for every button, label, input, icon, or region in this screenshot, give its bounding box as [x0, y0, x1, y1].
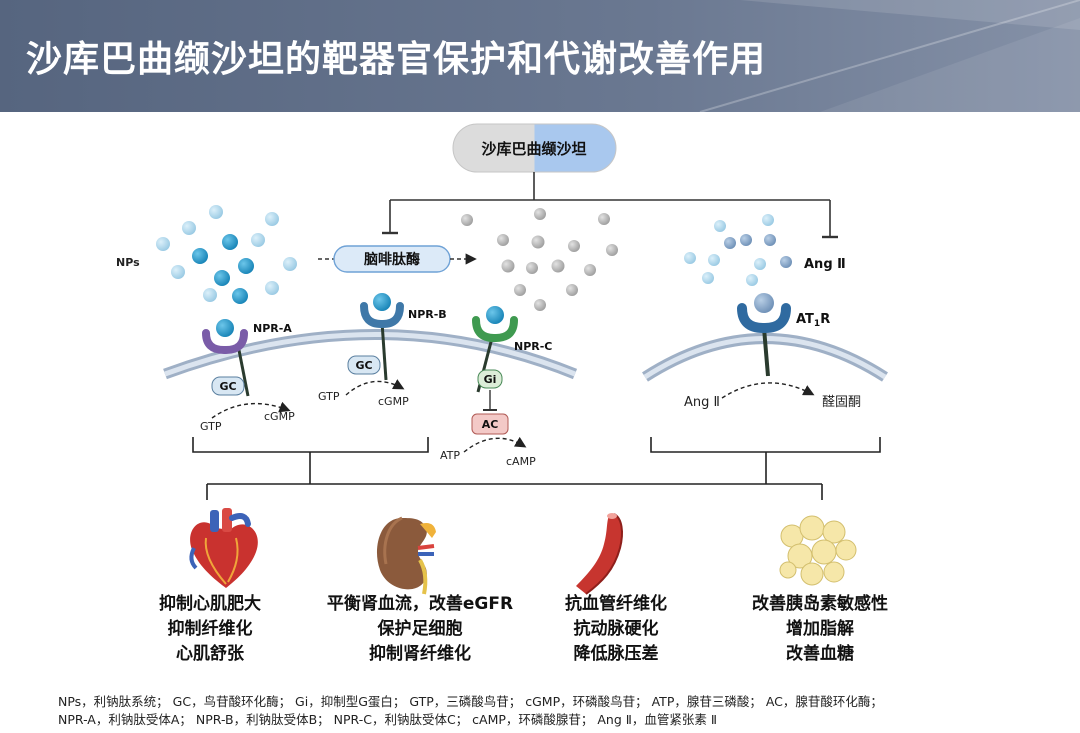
- enzyme-label: 脑啡肽酶: [364, 251, 420, 268]
- outcome-kidney-line-3: 抑制肾纤维化: [369, 644, 471, 664]
- npr-b-label: NPR-B: [408, 308, 447, 321]
- abbreviation-footnote: NPs，利钠肽系统； GC，鸟苷酸环化酶； Gi，抑制型G蛋白； GTP，三磷酸…: [58, 693, 1068, 729]
- gi-label: Gi: [484, 373, 497, 386]
- banner-background: [0, 0, 1080, 113]
- footnote-line-2: NPR-A，利钠肽受体A； NPR-B，利钠肽受体B； NPR-C，利钠肽受体C…: [58, 712, 718, 727]
- ac-label: AC: [482, 418, 499, 431]
- outcome-vessel: 抗血管纤维化 抗动脉硬化 降低脉压差: [556, 592, 676, 667]
- drug-pill: 沙库巴曲缬沙坦: [452, 123, 617, 173]
- outcome-kidney: 平衡肾血流，改善eGFR 保护足细胞 抑制肾纤维化: [315, 592, 525, 667]
- inhibition-lines: [382, 172, 838, 239]
- ang2-left-label: Ang Ⅱ: [684, 395, 720, 410]
- atp-label: ATP: [440, 449, 460, 462]
- gc-label-a: GC: [219, 380, 236, 393]
- drug-label: 沙库巴曲缬沙坦: [481, 140, 586, 158]
- aldosterone-label: 醛固酮: [822, 394, 861, 410]
- outcome-heart: 抑制心肌肥大 抑制纤维化 心肌舒张: [150, 592, 270, 667]
- outcome-kidney-line-1: 平衡肾血流，改善eGFR: [326, 594, 514, 614]
- nps-label: NPs: [116, 256, 140, 269]
- fat-cells-icon: [779, 515, 857, 586]
- gc-label-b: GC: [355, 359, 372, 372]
- outcome-vessel-line-2: 抗动脉硬化: [573, 619, 659, 639]
- outcome-metabolic-line-1: 改善胰岛素敏感性: [752, 594, 888, 614]
- ang2-top-label: Ang Ⅱ: [804, 257, 846, 272]
- npr-a-receptor: NPR-A GC GTP cGMP: [200, 319, 295, 433]
- at1r-label: AT1R: [796, 312, 830, 329]
- cgmp-label-b: cGMP: [378, 395, 409, 408]
- kidney-icon: [376, 516, 436, 595]
- heart-icon: [189, 508, 258, 588]
- outcome-heart-line-2: 抑制纤维化: [167, 619, 253, 639]
- outcome-heart-line-3: 心肌舒张: [176, 644, 244, 664]
- degraded-peptide-dots: [461, 208, 618, 311]
- page-title: 沙库巴曲缬沙坦的靶器官保护和代谢改善作用: [26, 39, 767, 80]
- title-banner: 沙库巴曲缬沙坦的靶器官保护和代谢改善作用: [0, 0, 1080, 113]
- footnote-line-1: NPs，利钠肽系统； GC，鸟苷酸环化酶； Gi，抑制型G蛋白； GTP，三磷酸…: [58, 694, 883, 709]
- cgmp-label-a: cGMP: [264, 410, 295, 423]
- angiotensin-dots: [684, 214, 792, 286]
- natriuretic-peptide-dots: [156, 205, 297, 304]
- at1r-receptor: AT1R Ang Ⅱ 醛固酮: [684, 293, 861, 410]
- npr-a-label: NPR-A: [253, 322, 292, 335]
- outcome-vessel-line-1: 抗血管纤维化: [565, 594, 667, 614]
- outcome-metabolic: 改善胰岛素敏感性 增加脂解 改善血糖: [740, 592, 900, 667]
- neprilysin-enzyme: 脑啡肽酶: [318, 245, 477, 273]
- camp-label: cAMP: [506, 455, 536, 468]
- gtp-label-b: GTP: [318, 390, 340, 403]
- gtp-label-a: GTP: [200, 420, 222, 433]
- cell-membrane-left: [163, 329, 578, 380]
- npr-b-receptor: NPR-B GC GTP cGMP: [318, 293, 447, 408]
- outcome-metabolic-line-2: 增加脂解: [786, 619, 854, 639]
- npr-c-label: NPR-C: [514, 340, 552, 353]
- outcome-heart-line-1: 抑制心肌肥大: [159, 594, 261, 614]
- pathway-brackets: [192, 437, 881, 500]
- outcome-kidney-line-2: 保护足细胞: [377, 619, 463, 639]
- outcome-metabolic-line-3: 改善血糖: [786, 644, 854, 664]
- blood-vessel-icon: [576, 513, 623, 595]
- npr-c-receptor: NPR-C Gi AC ATP cAMP: [440, 306, 552, 468]
- outcome-vessel-line-3: 降低脉压差: [573, 644, 659, 664]
